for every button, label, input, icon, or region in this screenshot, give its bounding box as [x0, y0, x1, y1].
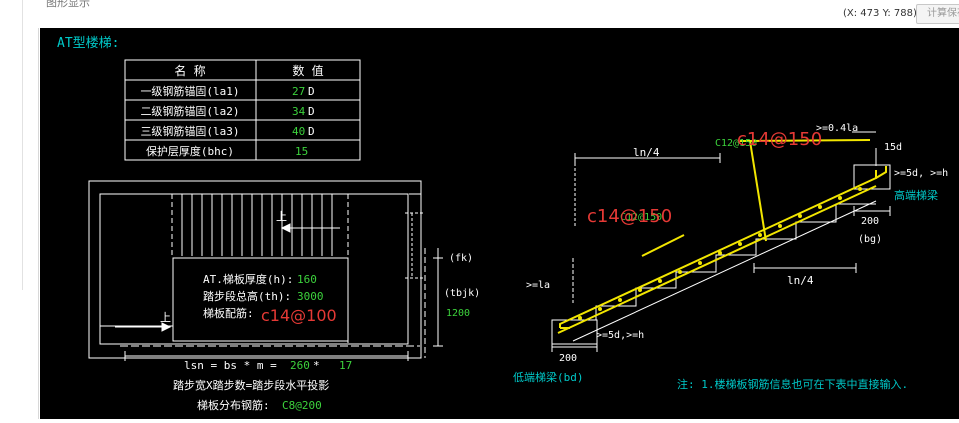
left-panel — [0, 0, 39, 419]
anchor-5d-top-label: >=5d, >=h — [894, 168, 948, 179]
plan-up-label: 上 — [160, 311, 171, 324]
plan-up-label: 上 — [276, 210, 287, 223]
table-row-unit: D — [308, 125, 315, 138]
thickness-label: AT.梯板厚度(h): — [203, 272, 293, 286]
parameter-table — [124, 59, 361, 161]
table-row-unit: D — [308, 105, 315, 118]
formula-prefix: lsn = bs * m = — [184, 359, 277, 372]
left-panel-divider — [8, 0, 23, 290]
low-beam-label: 低端梯梁(bd) — [513, 370, 584, 384]
top-rebar-small-label: C12@150 — [715, 138, 757, 149]
distribution-label: 梯板分布钢筋: — [197, 398, 270, 412]
height-value[interactable]: 3000 — [297, 290, 324, 303]
width-value[interactable]: 1200 — [446, 308, 470, 319]
formula-note: 踏步宽X踏步数=踏步段水平投影 — [173, 378, 329, 392]
rebar-overlay-label[interactable]: c14@100 — [261, 306, 337, 325]
rebar-dots — [578, 187, 862, 320]
anchor-15d-label: 15d — [884, 142, 902, 153]
tbjk-label: (tbjk) — [444, 288, 480, 299]
drawing-title: AT型楼梯: — [57, 36, 119, 51]
anchor-top-label: >=0.4la — [816, 123, 858, 134]
mid-rebar-small-label: C12@150 — [620, 212, 662, 223]
dim-200-left: 200 — [559, 353, 577, 364]
ln4-top-label: ln/4 — [633, 146, 660, 159]
mid-rebar-overlay-label[interactable]: c14@150 — [587, 206, 672, 227]
table-row-name: 二级钢筋锚固(la2) — [140, 104, 239, 118]
table-row-name: 保护层厚度(bhc) — [146, 144, 234, 158]
up-arrow-icon — [280, 223, 340, 233]
section-dimension-ln4-bottom — [753, 263, 857, 273]
stair-drawing: AT型楼梯: 名 称 数 值 一级钢筋锚固(la1) 27 D 二级钢筋锚固(l… — [57, 36, 948, 412]
high-beam-label: 高端梯梁 — [894, 188, 938, 202]
section-dimension-200-left — [551, 342, 598, 352]
table-row-value[interactable]: 15 — [295, 145, 308, 158]
anchor-5d-bottom-label: >=5d,>=h — [596, 330, 644, 341]
top-rebar-overlay-label[interactable]: c14@150 — [737, 129, 822, 150]
dim-200-right: 200 — [861, 216, 879, 227]
table-header-value: 数 值 — [292, 63, 323, 78]
bg-label: (bg) — [858, 234, 882, 245]
note-label: 注: 1.楼梯板钢筋信息也可在下表中直接输入. — [677, 377, 908, 391]
rebar-label: 梯板配筋: — [203, 306, 254, 320]
formula-bs[interactable]: 260 — [290, 359, 310, 372]
stair-plan-view — [88, 180, 426, 359]
calc-save-button[interactable]: 计算保存 — [916, 4, 959, 24]
breadcrumb: 图形显示 — [46, 0, 90, 9]
ln4-bottom-label: ln/4 — [787, 274, 814, 287]
plan-dimension-right — [433, 248, 443, 347]
table-row-unit: D — [308, 85, 315, 98]
fk-label: (fk) — [449, 253, 473, 264]
top-toolbar: 图形显示 (X: 473 Y: 788) 计算保存 — [38, 0, 959, 28]
up-arrow-icon — [115, 322, 172, 332]
section-dimension-200-right — [853, 206, 891, 216]
thickness-value[interactable]: 160 — [297, 273, 317, 286]
la-label: >=la — [526, 280, 550, 291]
table-row-value[interactable]: 40 — [292, 125, 305, 138]
table-header-name: 名 称 — [174, 63, 205, 78]
coordinate-readout: (X: 473 Y: 788) — [843, 8, 917, 19]
formula-m[interactable]: 17 — [339, 359, 352, 372]
plan-tread-lines — [181, 194, 333, 256]
section-dimension-ln4-top — [574, 153, 721, 228]
drawing-canvas[interactable]: AT型楼梯: 名 称 数 值 一级钢筋锚固(la1) 27 D 二级钢筋锚固(l… — [40, 28, 959, 419]
table-row-name: 三级钢筋锚固(la3) — [140, 124, 239, 138]
rebar-main — [557, 139, 887, 334]
formula-mid: * — [313, 359, 320, 372]
plan-dimension-bottom — [124, 351, 409, 361]
table-row-value[interactable]: 27 — [292, 85, 305, 98]
height-label: 踏步段总高(th): — [203, 289, 291, 303]
distribution-value[interactable]: C8@200 — [282, 399, 322, 412]
table-row-value[interactable]: 34 — [292, 105, 306, 118]
table-row-name: 一级钢筋锚固(la1) — [140, 84, 239, 98]
